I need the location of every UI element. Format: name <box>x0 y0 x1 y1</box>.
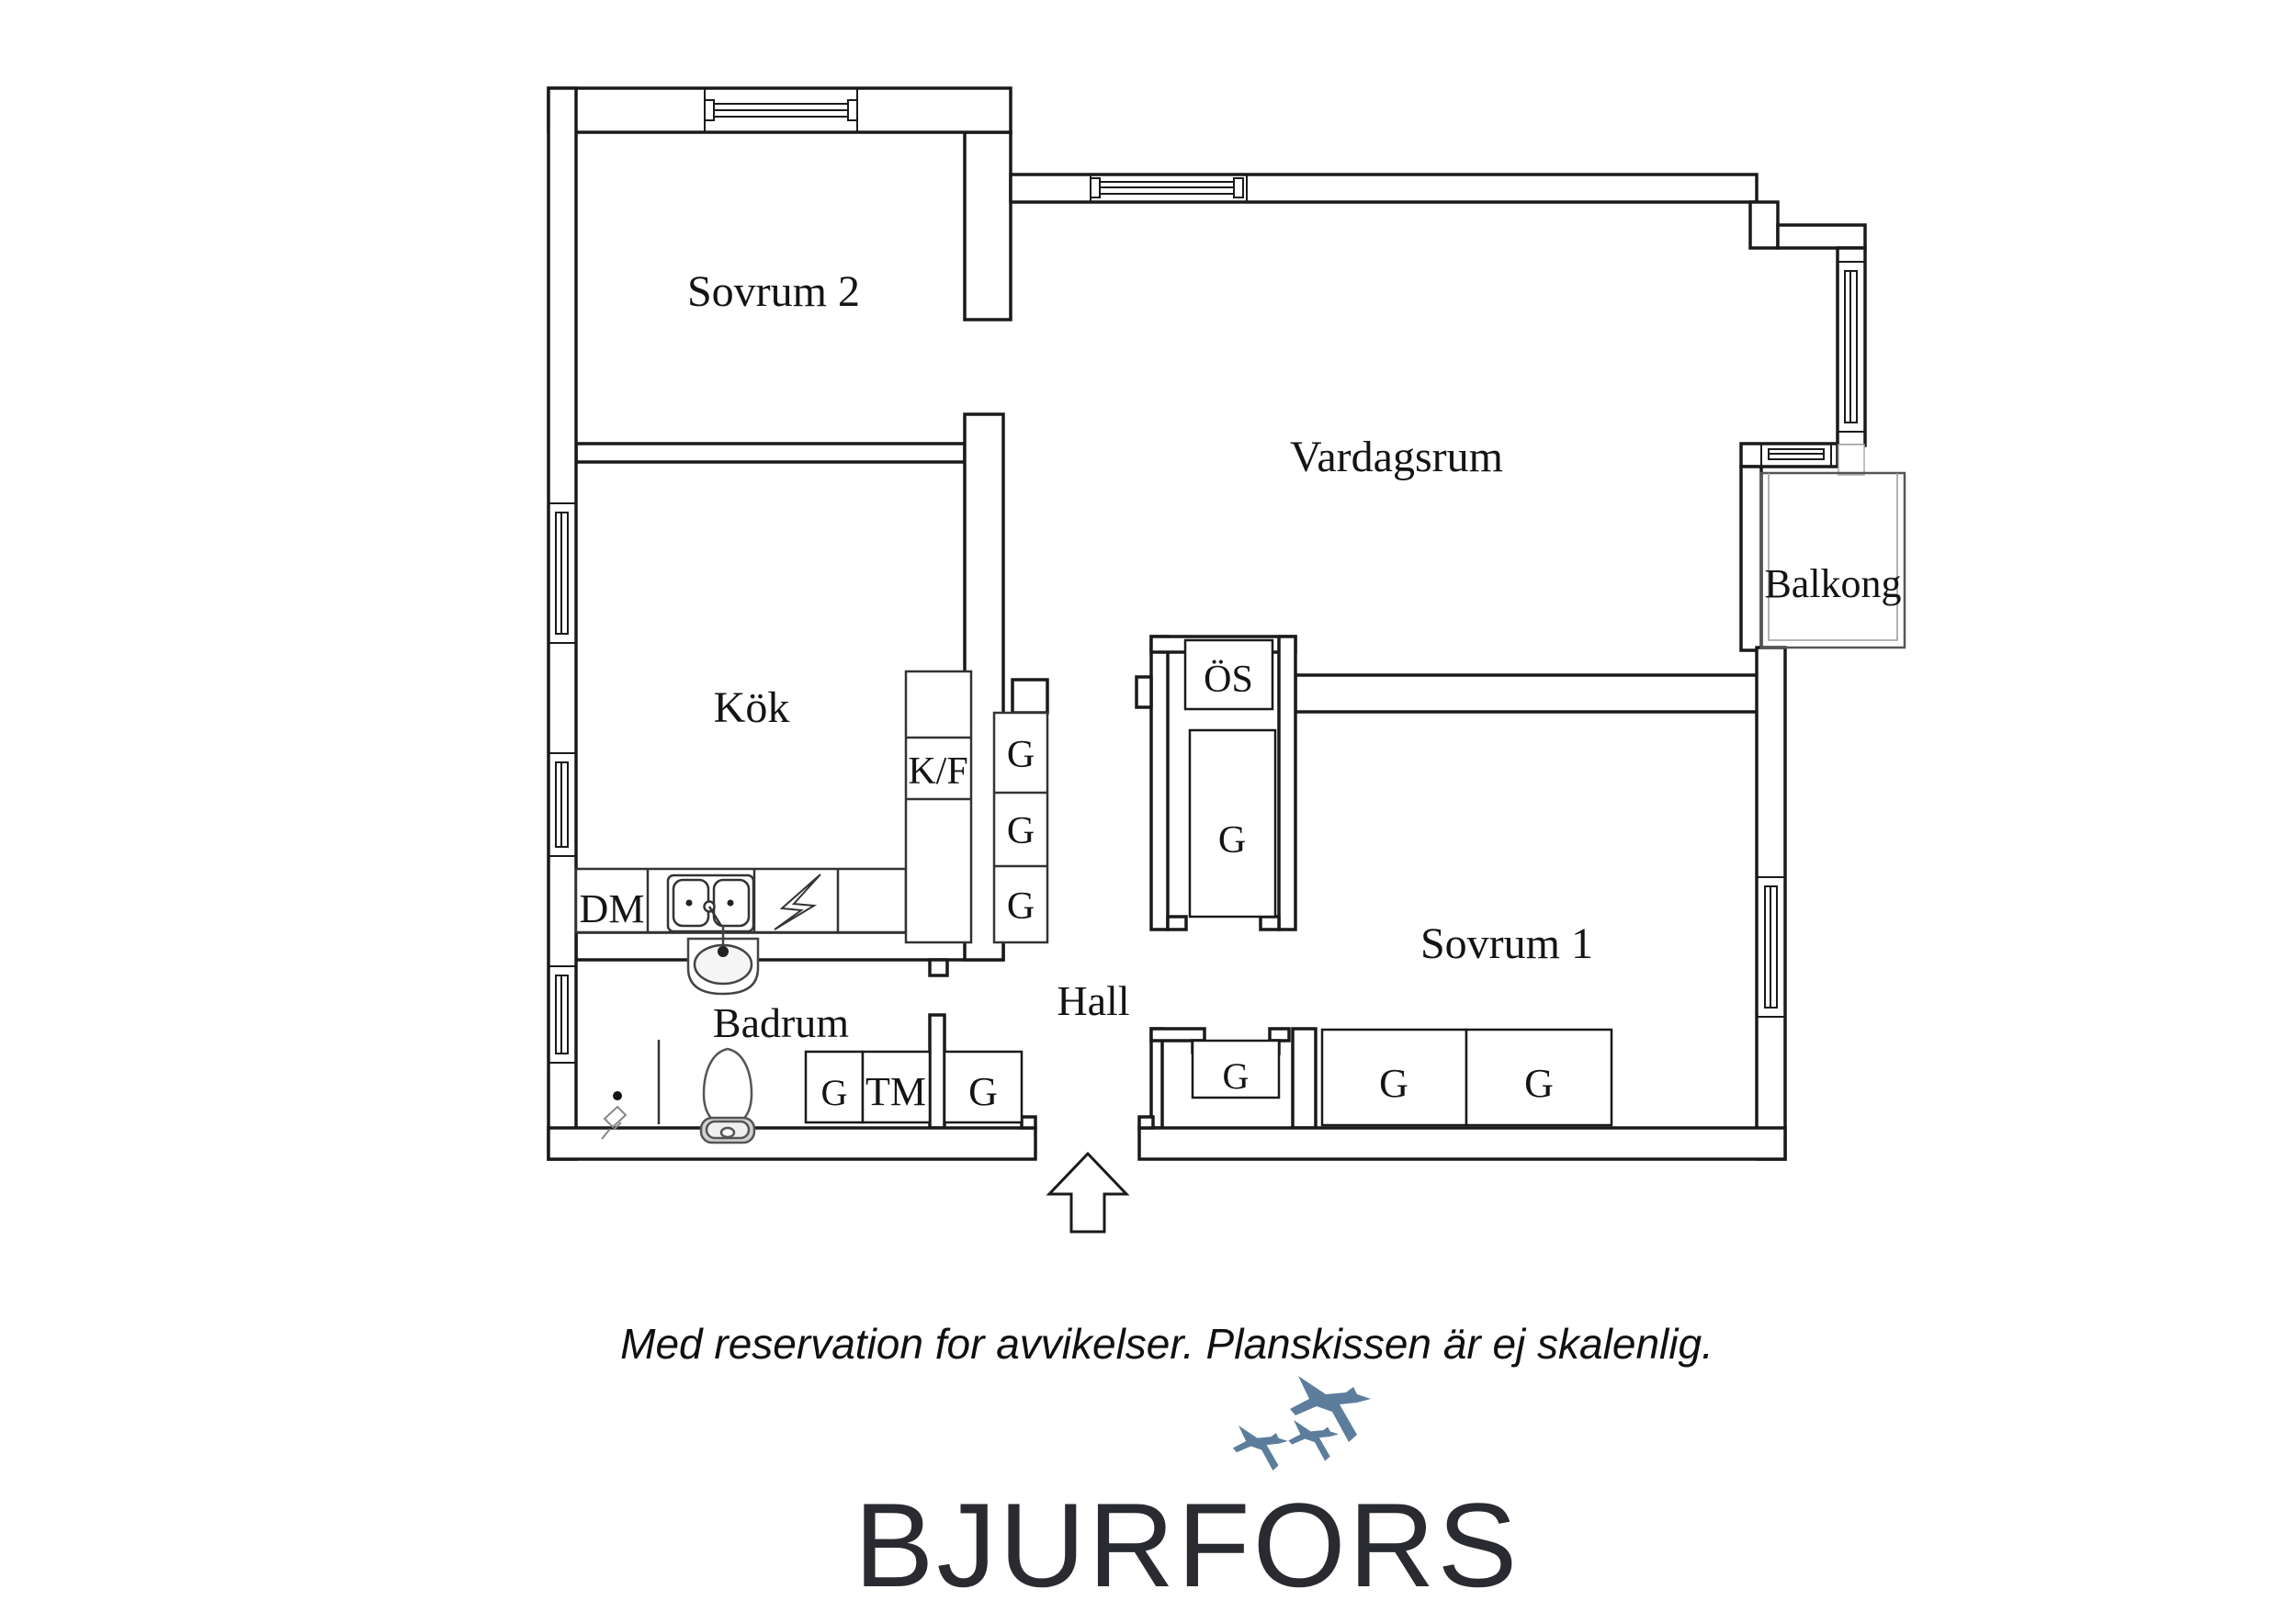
closet-label-hall-col-mid: G <box>1007 810 1035 852</box>
sovrum1-closet-left-box <box>1320 1028 1468 1127</box>
room-label-sovrum2: Sovrum 2 <box>687 267 860 316</box>
wall-entry-tab-right <box>1137 1115 1155 1130</box>
window-vardagsrum-top-icon <box>1090 175 1248 202</box>
fixture-label-kf: K/F <box>908 750 967 793</box>
kitchen-fixtures <box>574 670 1049 944</box>
wall-topright-step-v <box>1748 200 1780 250</box>
wall-bottom-right <box>1137 1126 1787 1161</box>
toilet-icon <box>699 1047 756 1144</box>
fixture-label-tm: TM <box>865 1069 926 1114</box>
window-balkong-icon <box>1760 444 1832 467</box>
wall-hallcloset-cap <box>1011 678 1049 715</box>
kf-cabinet <box>904 670 973 944</box>
closet-boxes <box>804 638 1613 1127</box>
wall-right-lower <box>1755 646 1787 1161</box>
wall-os-foot-right <box>1259 915 1281 931</box>
os-tall-wardrobe-box <box>1188 728 1277 919</box>
wash-basin-icon <box>686 926 760 996</box>
entry-alcove-closet-box <box>1191 1039 1281 1099</box>
wall-badrum-notch <box>928 958 949 977</box>
sovrum1-closet-right-box <box>1465 1028 1613 1127</box>
wall-os-left <box>1149 635 1170 931</box>
wall-bottom-left <box>547 1126 1037 1161</box>
balkong-outline <box>1759 471 1906 649</box>
stove-icon <box>774 873 821 930</box>
wall-vardagsrum-sovrum1 <box>1294 673 1785 714</box>
room-label-badrum: Badrum <box>713 999 849 1046</box>
bathroom-fixtures <box>601 926 760 1144</box>
hall-closet-box <box>943 1050 1024 1124</box>
wall-topright-step-h <box>1776 223 1867 250</box>
room-label-balkong: Balkong <box>1764 561 1901 606</box>
window-counter-left-icon <box>549 752 576 857</box>
badrum-closet-box <box>804 1050 865 1124</box>
wall-os-right <box>1277 635 1297 931</box>
closet-label-badrum-row: G <box>821 1072 848 1113</box>
wall-balkong-left <box>1739 465 1763 652</box>
windows <box>549 88 1865 1064</box>
wall-alcove-bracket-left <box>1149 1027 1206 1043</box>
wall-badrum-east <box>928 1013 946 1130</box>
room-label-kok: Kök <box>714 683 790 732</box>
wall-sovrum2-kok <box>574 442 967 464</box>
wall-sovrum1-left-lower <box>1291 1027 1318 1130</box>
kitchen-sink-icon <box>666 873 755 933</box>
room-label-sovrum1: Sovrum 1 <box>1420 919 1593 968</box>
tm-box <box>861 1050 932 1124</box>
wall-alcove-jamb <box>1149 1027 1164 1130</box>
wall-os-foot-left <box>1166 915 1188 931</box>
window-vardagsrum-right-icon <box>1838 261 1865 433</box>
bjurfors-wordmark: BJURFORS <box>854 1478 1521 1612</box>
window-kok-left-icon <box>549 502 576 644</box>
wall-os-pilaster <box>1135 675 1153 709</box>
wall-alcove-bracket-right <box>1268 1027 1291 1043</box>
entrance-arrow-icon <box>1046 1151 1130 1234</box>
closet-label-hall-col-bottom: G <box>1007 885 1035 928</box>
window-sovrum2-top-icon <box>704 88 858 132</box>
balkong-door-opening <box>1838 444 1865 476</box>
closet-label-hall-col-top: G <box>1007 734 1035 776</box>
window-badrum-left-icon <box>549 965 576 1064</box>
fixture-label-dm: DM <box>580 886 645 931</box>
closet-label-sovrum1-right: G <box>1524 1061 1554 1106</box>
window-sovrum1-right-icon <box>1757 876 1785 1018</box>
closet-label-sovrum1-left: G <box>1379 1061 1408 1106</box>
wall-sovrum2-right <box>963 130 1012 321</box>
disclaimer-text: Med reservation for avvikelser. Planskis… <box>620 1320 1714 1368</box>
room-label-vardagsrum: Vardagsrum <box>1290 433 1503 481</box>
closet-label-hall-row: G <box>968 1069 998 1114</box>
os-cabinet-box <box>1183 638 1274 711</box>
closet-label-os-tall: G <box>1218 819 1246 862</box>
hall-wardrobe-column <box>992 711 1049 944</box>
bjurfors-birds-icon <box>1232 1376 1371 1471</box>
shower-icon <box>601 1040 661 1140</box>
room-label-hall: Hall <box>1057 977 1129 1024</box>
fixture-label-os: ÖS <box>1204 659 1253 701</box>
wall-entry-tab-left <box>1020 1115 1037 1130</box>
closet-label-entry-alcove: G <box>1223 1055 1250 1097</box>
